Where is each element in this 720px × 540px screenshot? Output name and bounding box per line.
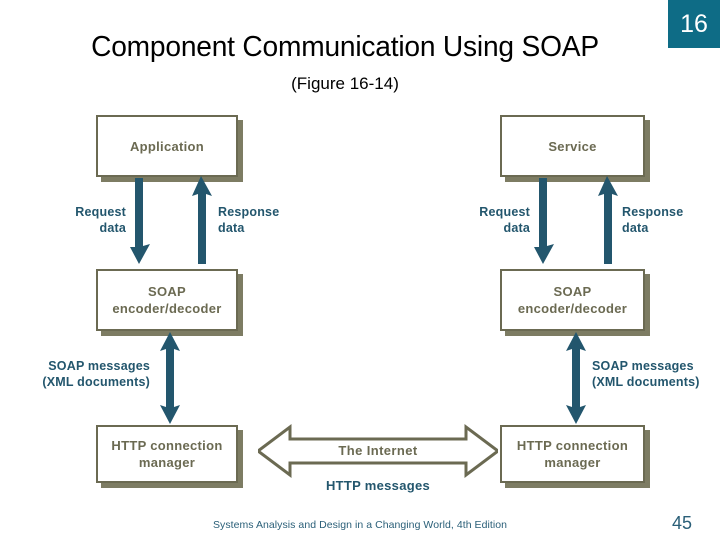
- box-soap-encoder-decoder-right-line1: SOAP: [553, 284, 592, 299]
- label-right-response-data: Response data: [622, 205, 684, 235]
- box-http-connection-manager-right: HTTP connection manager: [500, 425, 645, 483]
- chapter-number-badge: 16: [668, 0, 720, 48]
- arrow-left-request-data: [130, 178, 150, 264]
- box-application: Application: [96, 115, 238, 177]
- box-soap-encoder-decoder-left: SOAP encoder/decoder: [96, 269, 238, 331]
- footer-book-title: Systems Analysis and Design in a Changin…: [212, 519, 508, 531]
- arrow-right-request-data: [534, 178, 554, 264]
- box-soap-encoder-decoder-left-line2: encoder/decoder: [112, 301, 222, 316]
- box-soap-encoder-decoder-right: SOAP encoder/decoder: [500, 269, 645, 331]
- figure-caption: (Figure 16-14): [291, 74, 399, 93]
- label-right-request-data: Request data: [479, 205, 530, 235]
- box-application-label: Application: [129, 138, 205, 154]
- box-http-connection-manager-left-line1: HTTP connection: [111, 438, 223, 453]
- box-service-label: Service: [548, 138, 597, 154]
- arrow-right-soap-messages: [566, 332, 586, 424]
- box-http-connection-manager-left-line2: manager: [138, 455, 196, 470]
- arrow-left-soap-messages: [160, 332, 180, 424]
- internet-label: The Internet: [338, 443, 418, 458]
- page-title: Component Communication Using SOAP: [91, 31, 599, 63]
- footer-page-number: 45: [672, 513, 693, 533]
- label-left-response-data: Response data: [218, 205, 280, 235]
- arrow-left-response-data: [192, 176, 212, 264]
- arrow-right-response-data: [598, 176, 618, 264]
- label-left-request-data: Request data: [75, 205, 126, 235]
- label-left-soap-messages: SOAP messages (XML documents): [42, 359, 150, 389]
- box-http-connection-manager-right-line1: HTTP connection: [516, 438, 629, 453]
- box-soap-encoder-decoder-left-line1: SOAP: [147, 284, 187, 299]
- box-http-connection-manager-right-line2: manager: [544, 455, 601, 470]
- box-service: Service: [500, 115, 645, 177]
- box-soap-encoder-decoder-right-line2: encoder/decoder: [517, 301, 628, 316]
- box-http-connection-manager-left: HTTP connection manager: [96, 425, 238, 483]
- label-right-soap-messages: SOAP messages (XML documents): [592, 359, 700, 389]
- internet-double-arrow: [258, 424, 498, 478]
- http-messages-label: HTTP messages: [325, 478, 431, 493]
